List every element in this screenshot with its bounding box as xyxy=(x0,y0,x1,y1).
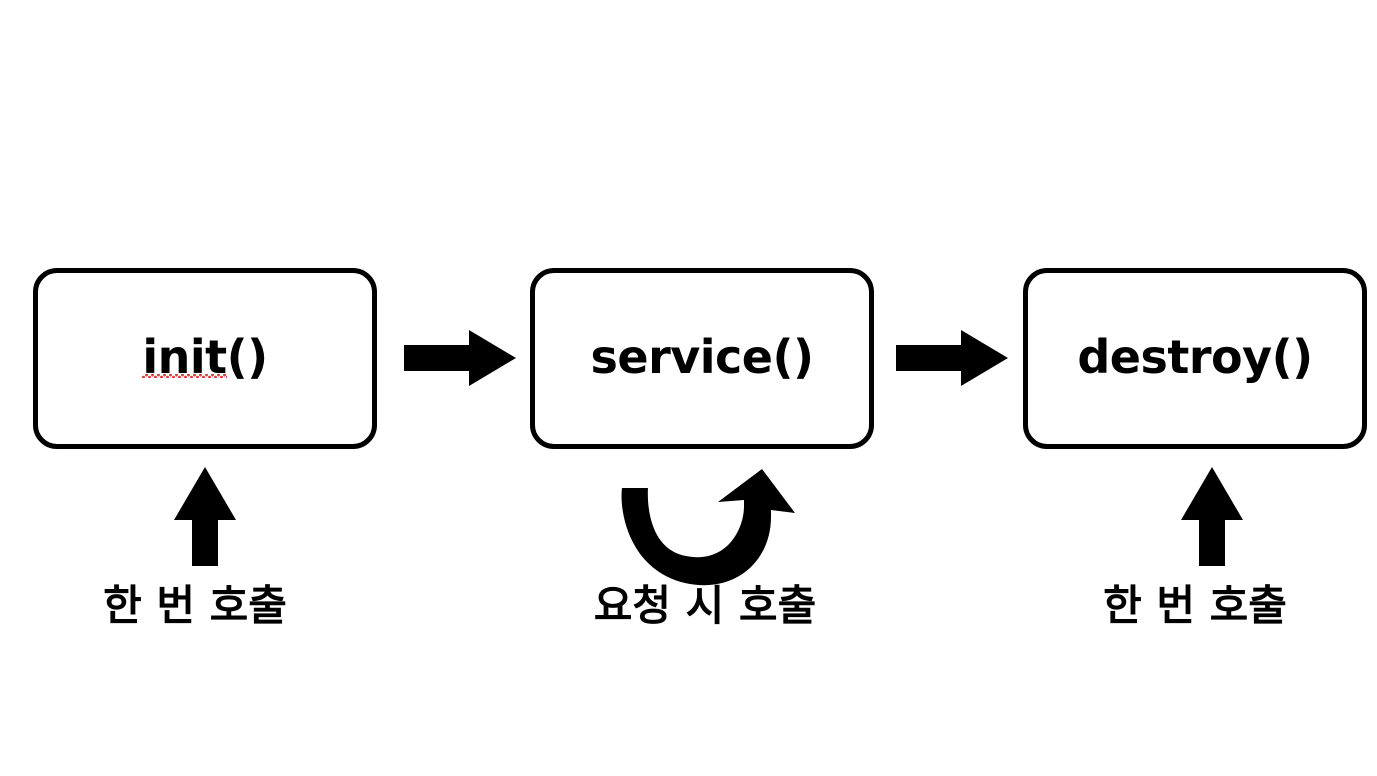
caption-service: 요청 시 호출 xyxy=(593,581,817,630)
arrow-service-loop-icon xyxy=(621,469,795,586)
arrow-destroy-entry-icon xyxy=(1181,467,1243,566)
node-init-label: init() xyxy=(142,329,268,384)
node-init-label-parens: () xyxy=(226,329,269,384)
caption-init: 한 번 호출 xyxy=(103,581,287,630)
node-service[interactable]: service() xyxy=(530,268,874,449)
spellcheck-underlined-text: init xyxy=(142,329,227,384)
node-service-label: service() xyxy=(590,329,814,384)
node-init[interactable]: init() xyxy=(33,268,377,449)
node-destroy[interactable]: destroy() xyxy=(1023,268,1367,449)
arrow-service-to-destroy-icon xyxy=(896,330,1008,386)
arrow-init-entry-icon xyxy=(174,467,236,566)
caption-destroy: 한 번 호출 xyxy=(1103,581,1287,630)
arrow-init-to-service-icon xyxy=(404,330,516,386)
node-destroy-label: destroy() xyxy=(1077,329,1313,384)
